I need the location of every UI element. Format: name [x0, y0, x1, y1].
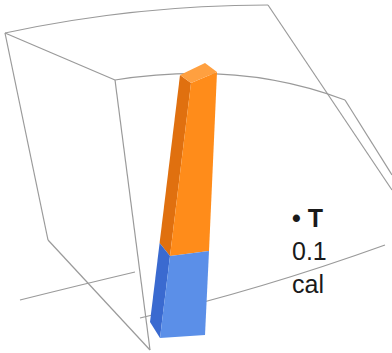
wireframe	[5, 5, 392, 350]
note-text: 0.1	[292, 236, 327, 266]
front-left-edge	[115, 80, 150, 350]
bottom-left-edge	[48, 240, 150, 350]
inner-right-edge	[345, 100, 392, 175]
tower-front-orange	[170, 72, 217, 256]
tower-top	[180, 63, 217, 83]
outer-top-arc	[5, 5, 268, 33]
tower-front-blue	[160, 251, 209, 338]
outer-left-edge	[5, 33, 48, 240]
note-text: • T	[292, 203, 323, 233]
outer-right-edge	[268, 5, 392, 190]
note-text: cal	[292, 269, 324, 299]
left-lower-line	[20, 272, 135, 300]
tower	[150, 63, 217, 338]
inner-top-arc	[115, 73, 345, 100]
top-left-edge	[5, 33, 115, 80]
